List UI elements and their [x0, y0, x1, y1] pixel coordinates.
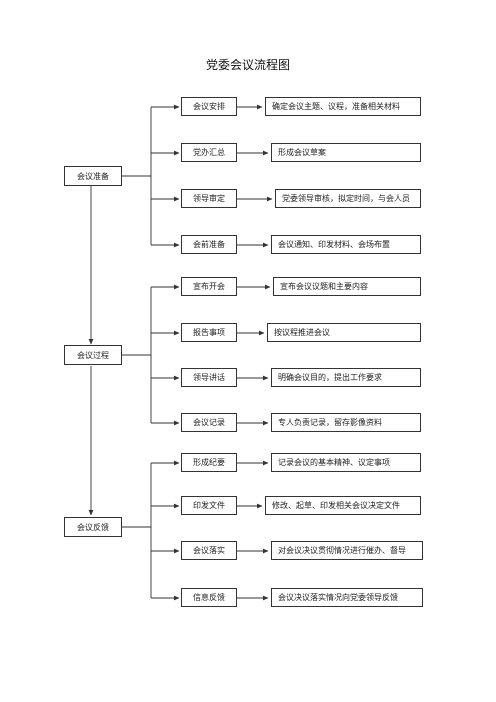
step-box-implementation: 会议落实 [181, 541, 237, 560]
section-box-meeting-process: 会议过程 [64, 345, 122, 365]
desc-box-report-items: 按议程推进会议 [267, 323, 421, 342]
step-box-meeting-arrangement: 会议安排 [181, 97, 237, 116]
desc-box-leader-speech: 明确会议目的，提出工作要求 [271, 368, 421, 387]
desc-box-leader-review: 党委领导审核，拟定时间，与会人员 [275, 189, 421, 208]
step-box-open-meeting: 宣布开会 [181, 277, 237, 296]
step-box-issue-documents: 印发文件 [181, 496, 237, 515]
section-box-meeting-feedback: 会议反馈 [64, 517, 122, 537]
step-box-office-summary: 党办汇总 [181, 143, 237, 162]
desc-box-meeting-record: 专人负责记录，留存影像资料 [271, 413, 421, 432]
desc-box-office-summary: 形成会议草案 [271, 143, 421, 162]
section-box-meeting-preparation: 会议准备 [64, 166, 122, 186]
desc-box-issue-documents: 修改、起草、印发相关会议决定文件 [265, 496, 421, 515]
step-box-report-items: 报告事项 [181, 323, 237, 342]
desc-box-open-meeting: 宣布会议议题和主要内容 [273, 277, 421, 296]
desc-box-meeting-arrangement: 确定会议主题、议程，准备相关材料 [265, 97, 421, 116]
page-title: 党委会议流程图 [205, 58, 290, 72]
desc-box-implementation: 对会议决议贯彻情况进行催办、督导 [271, 541, 423, 560]
desc-box-form-minutes: 记录会议的基本精神、议定事项 [271, 453, 421, 472]
desc-box-pre-meeting-prep: 会议通知、印发材料、会场布置 [271, 235, 421, 254]
desc-box-info-feedback: 会议决议落实情况向党委领导反馈 [271, 588, 423, 607]
step-box-leader-speech: 领导讲话 [181, 368, 237, 387]
step-box-info-feedback: 信息反馈 [181, 588, 237, 607]
step-box-pre-meeting-prep: 会前准备 [181, 235, 237, 254]
step-box-form-minutes: 形成纪要 [181, 453, 237, 472]
step-box-leader-review: 领导审定 [181, 189, 237, 208]
step-box-meeting-record: 会议记录 [181, 413, 237, 432]
